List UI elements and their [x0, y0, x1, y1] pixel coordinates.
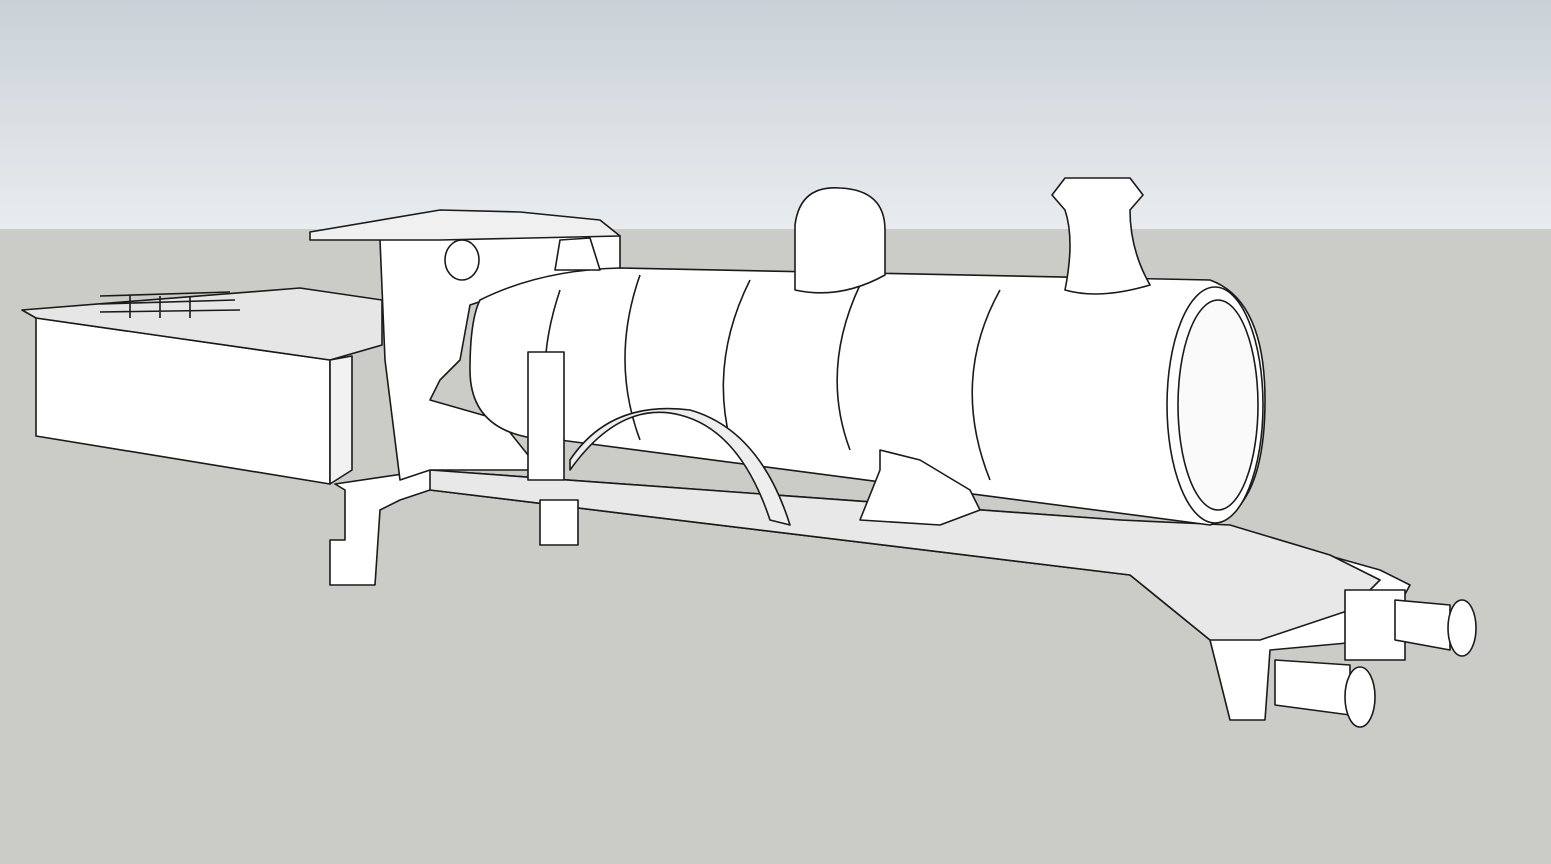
buffer-head-left — [1344, 666, 1376, 728]
smokebox-saddle — [859, 449, 981, 526]
tender-top — [21, 287, 383, 361]
cab[interactable] — [309, 209, 621, 481]
boiler[interactable] — [469, 177, 1266, 526]
buffer-head-right — [1447, 599, 1477, 657]
tender-rails — [99, 291, 241, 318]
smokebox-door-inner — [1177, 299, 1259, 511]
buffer-left — [1274, 659, 1351, 716]
cab-roof — [309, 209, 621, 241]
safety-valve — [554, 237, 601, 271]
dome — [794, 187, 886, 294]
splasher-arch — [569, 407, 791, 526]
cab-window — [444, 239, 480, 281]
frame-bracket — [539, 499, 579, 546]
buffer-right — [1394, 599, 1451, 651]
tender-end — [329, 355, 353, 485]
chimney — [1051, 177, 1151, 295]
tender[interactable] — [21, 287, 383, 485]
sky-background — [0, 0, 1551, 229]
lubricator — [527, 351, 565, 481]
buffers[interactable] — [1274, 589, 1477, 728]
